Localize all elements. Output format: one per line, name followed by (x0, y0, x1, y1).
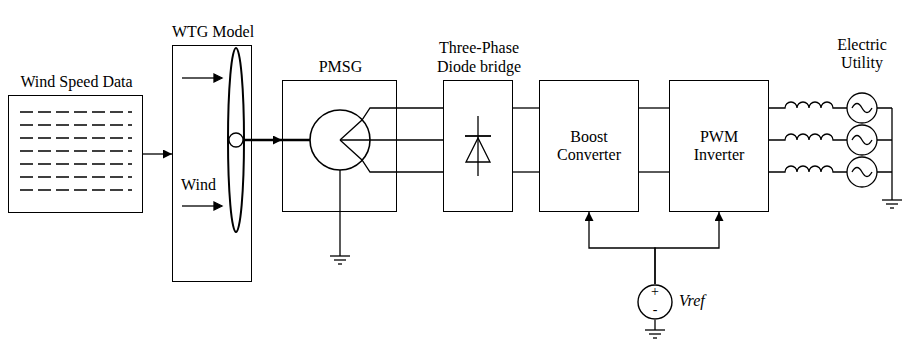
box-heading: WTG Model (168, 23, 258, 41)
connector-wire (513, 171, 539, 172)
utility-grid (768, 93, 902, 208)
generator-symbol (282, 108, 397, 264)
connector-wire (655, 212, 719, 284)
box-text: + (637, 285, 673, 299)
connector-wire (397, 171, 443, 172)
turbine-rotor (182, 48, 252, 232)
connector-wire (639, 107, 669, 108)
connector-wire (252, 139, 282, 142)
converter-box: Boost Converter (539, 80, 639, 212)
connector-wire (589, 212, 655, 284)
utility-heading: Electric Utility (817, 36, 907, 73)
connector-wire (397, 107, 443, 108)
connector-wire (639, 171, 669, 172)
connector-wire (397, 139, 443, 140)
box-text: Boost Converter (540, 128, 638, 165)
data-box: Wind Speed Data (8, 95, 143, 213)
ground-symbol (645, 320, 665, 338)
connector-wire (143, 153, 172, 154)
rectifier-box: Three-Phase Diode bridge (443, 80, 513, 212)
box-text: - (637, 303, 673, 317)
box-heading: Wind Speed Data (17, 73, 137, 91)
turbine-box: WTG ModelWind (172, 45, 252, 282)
data-rows (20, 112, 132, 190)
diode-symbol (465, 116, 491, 176)
voltage-source: +-Vref (637, 284, 673, 320)
box-text: Vref (679, 292, 705, 310)
box-heading: PMSG (286, 58, 396, 76)
connector-wire (513, 107, 539, 108)
box-text: Wind (181, 176, 216, 194)
inverter-box: PWM Inverter (669, 80, 769, 212)
box-heading: Three-Phase Diode bridge (424, 39, 534, 76)
box-text: PWM Inverter (670, 128, 768, 165)
generator-box: PMSG (282, 80, 397, 212)
